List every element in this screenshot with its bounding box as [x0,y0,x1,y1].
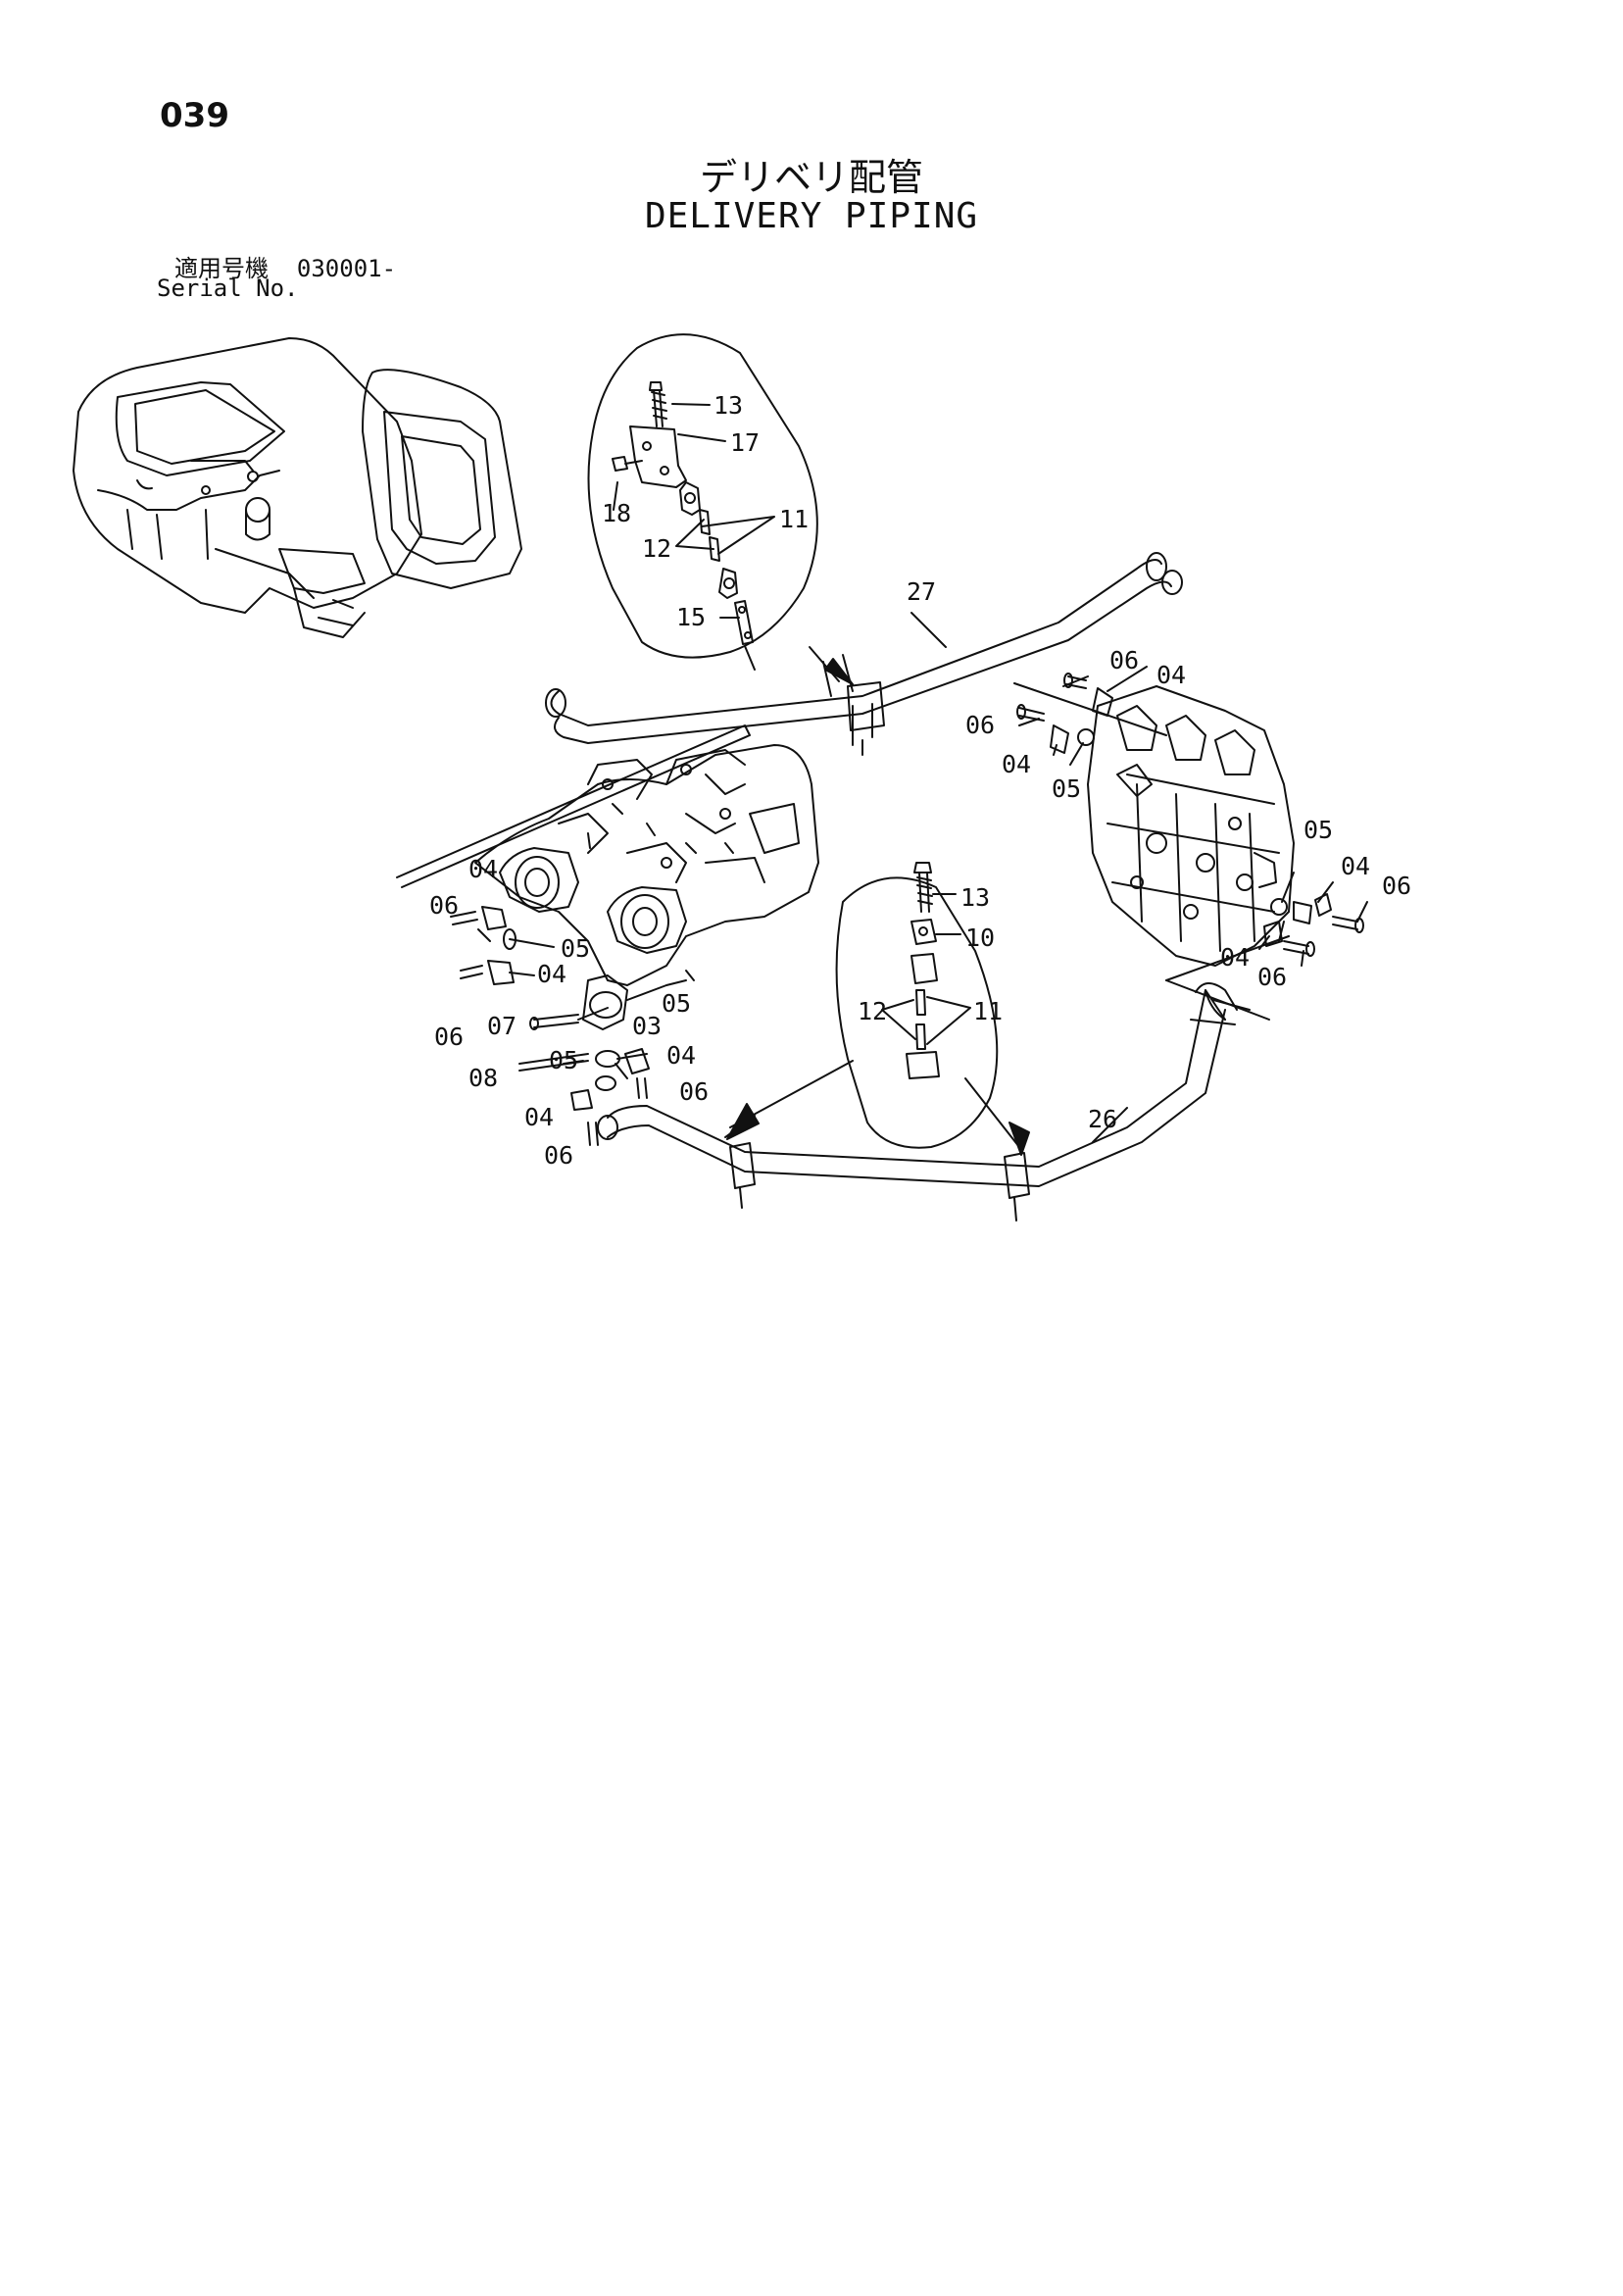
callout-04: 04 [468,855,498,883]
hydraulic-pump-assembly [396,724,819,986]
callout-04: 04 [666,1041,696,1070]
callout-10: 10 [965,923,995,952]
callout-04: 04 [1220,943,1250,972]
callout-12: 12 [858,997,887,1025]
page-title-japanese: デリベリ配管 [699,156,923,199]
delivery-pipe-27 [545,552,1183,756]
callout-05: 05 [1052,774,1081,803]
callout-05: 05 [1303,816,1333,844]
valve-fittings [1016,673,1364,957]
callout-leader-lines [477,666,1368,1079]
callout-11: 11 [973,997,1003,1025]
serial-label: Serial No. [157,275,299,302]
callout-06: 06 [544,1141,573,1170]
callout-04: 04 [1156,661,1186,689]
callout-04: 04 [537,960,566,988]
callout-04: 04 [524,1103,554,1131]
callout-03: 03 [632,1012,662,1040]
callout-06: 06 [429,891,459,920]
lower-clamp-detail-oval [835,862,999,1149]
callout-06: 06 [679,1077,709,1106]
control-valve-assembly [1087,685,1295,967]
callout-04: 04 [1002,750,1031,778]
callout-06: 06 [965,711,995,739]
callout-05: 05 [549,1046,578,1074]
delivery-pipe-26 [597,982,1251,1222]
callout-27: 27 [907,577,936,606]
machine-overview-drawing [73,337,522,638]
callout-26: 26 [1088,1105,1117,1133]
callout-05: 05 [662,989,691,1018]
callout-12: 12 [642,534,671,563]
callout-04: 04 [1341,852,1370,880]
callout-08: 08 [468,1064,498,1092]
callout-13: 13 [960,883,990,912]
callout-13: 13 [713,391,743,420]
callout-17: 17 [730,428,760,457]
callout-18: 18 [602,499,631,527]
callout-06: 06 [434,1023,464,1051]
serial-range: 適用号機 030001- [174,249,396,283]
callout-06: 06 [1109,646,1139,674]
callout-06: 06 [1382,872,1411,900]
callout-15: 15 [676,603,706,631]
page-number: 039 [160,96,229,135]
page-title: DELIVERY PIPING [644,196,979,236]
callout-05: 05 [561,934,590,963]
part-callouts: 13 17 18 11 12 15 27 06 04 06 04 05 05 0… [429,391,1411,1170]
callout-06: 06 [1257,963,1287,991]
callout-11: 11 [779,505,809,533]
serial-value: 030001- [296,255,397,282]
serial-label-japanese: 適用号機 [174,255,269,282]
callout-07: 07 [487,1012,516,1040]
upper-clamp-detail-oval [587,333,818,671]
